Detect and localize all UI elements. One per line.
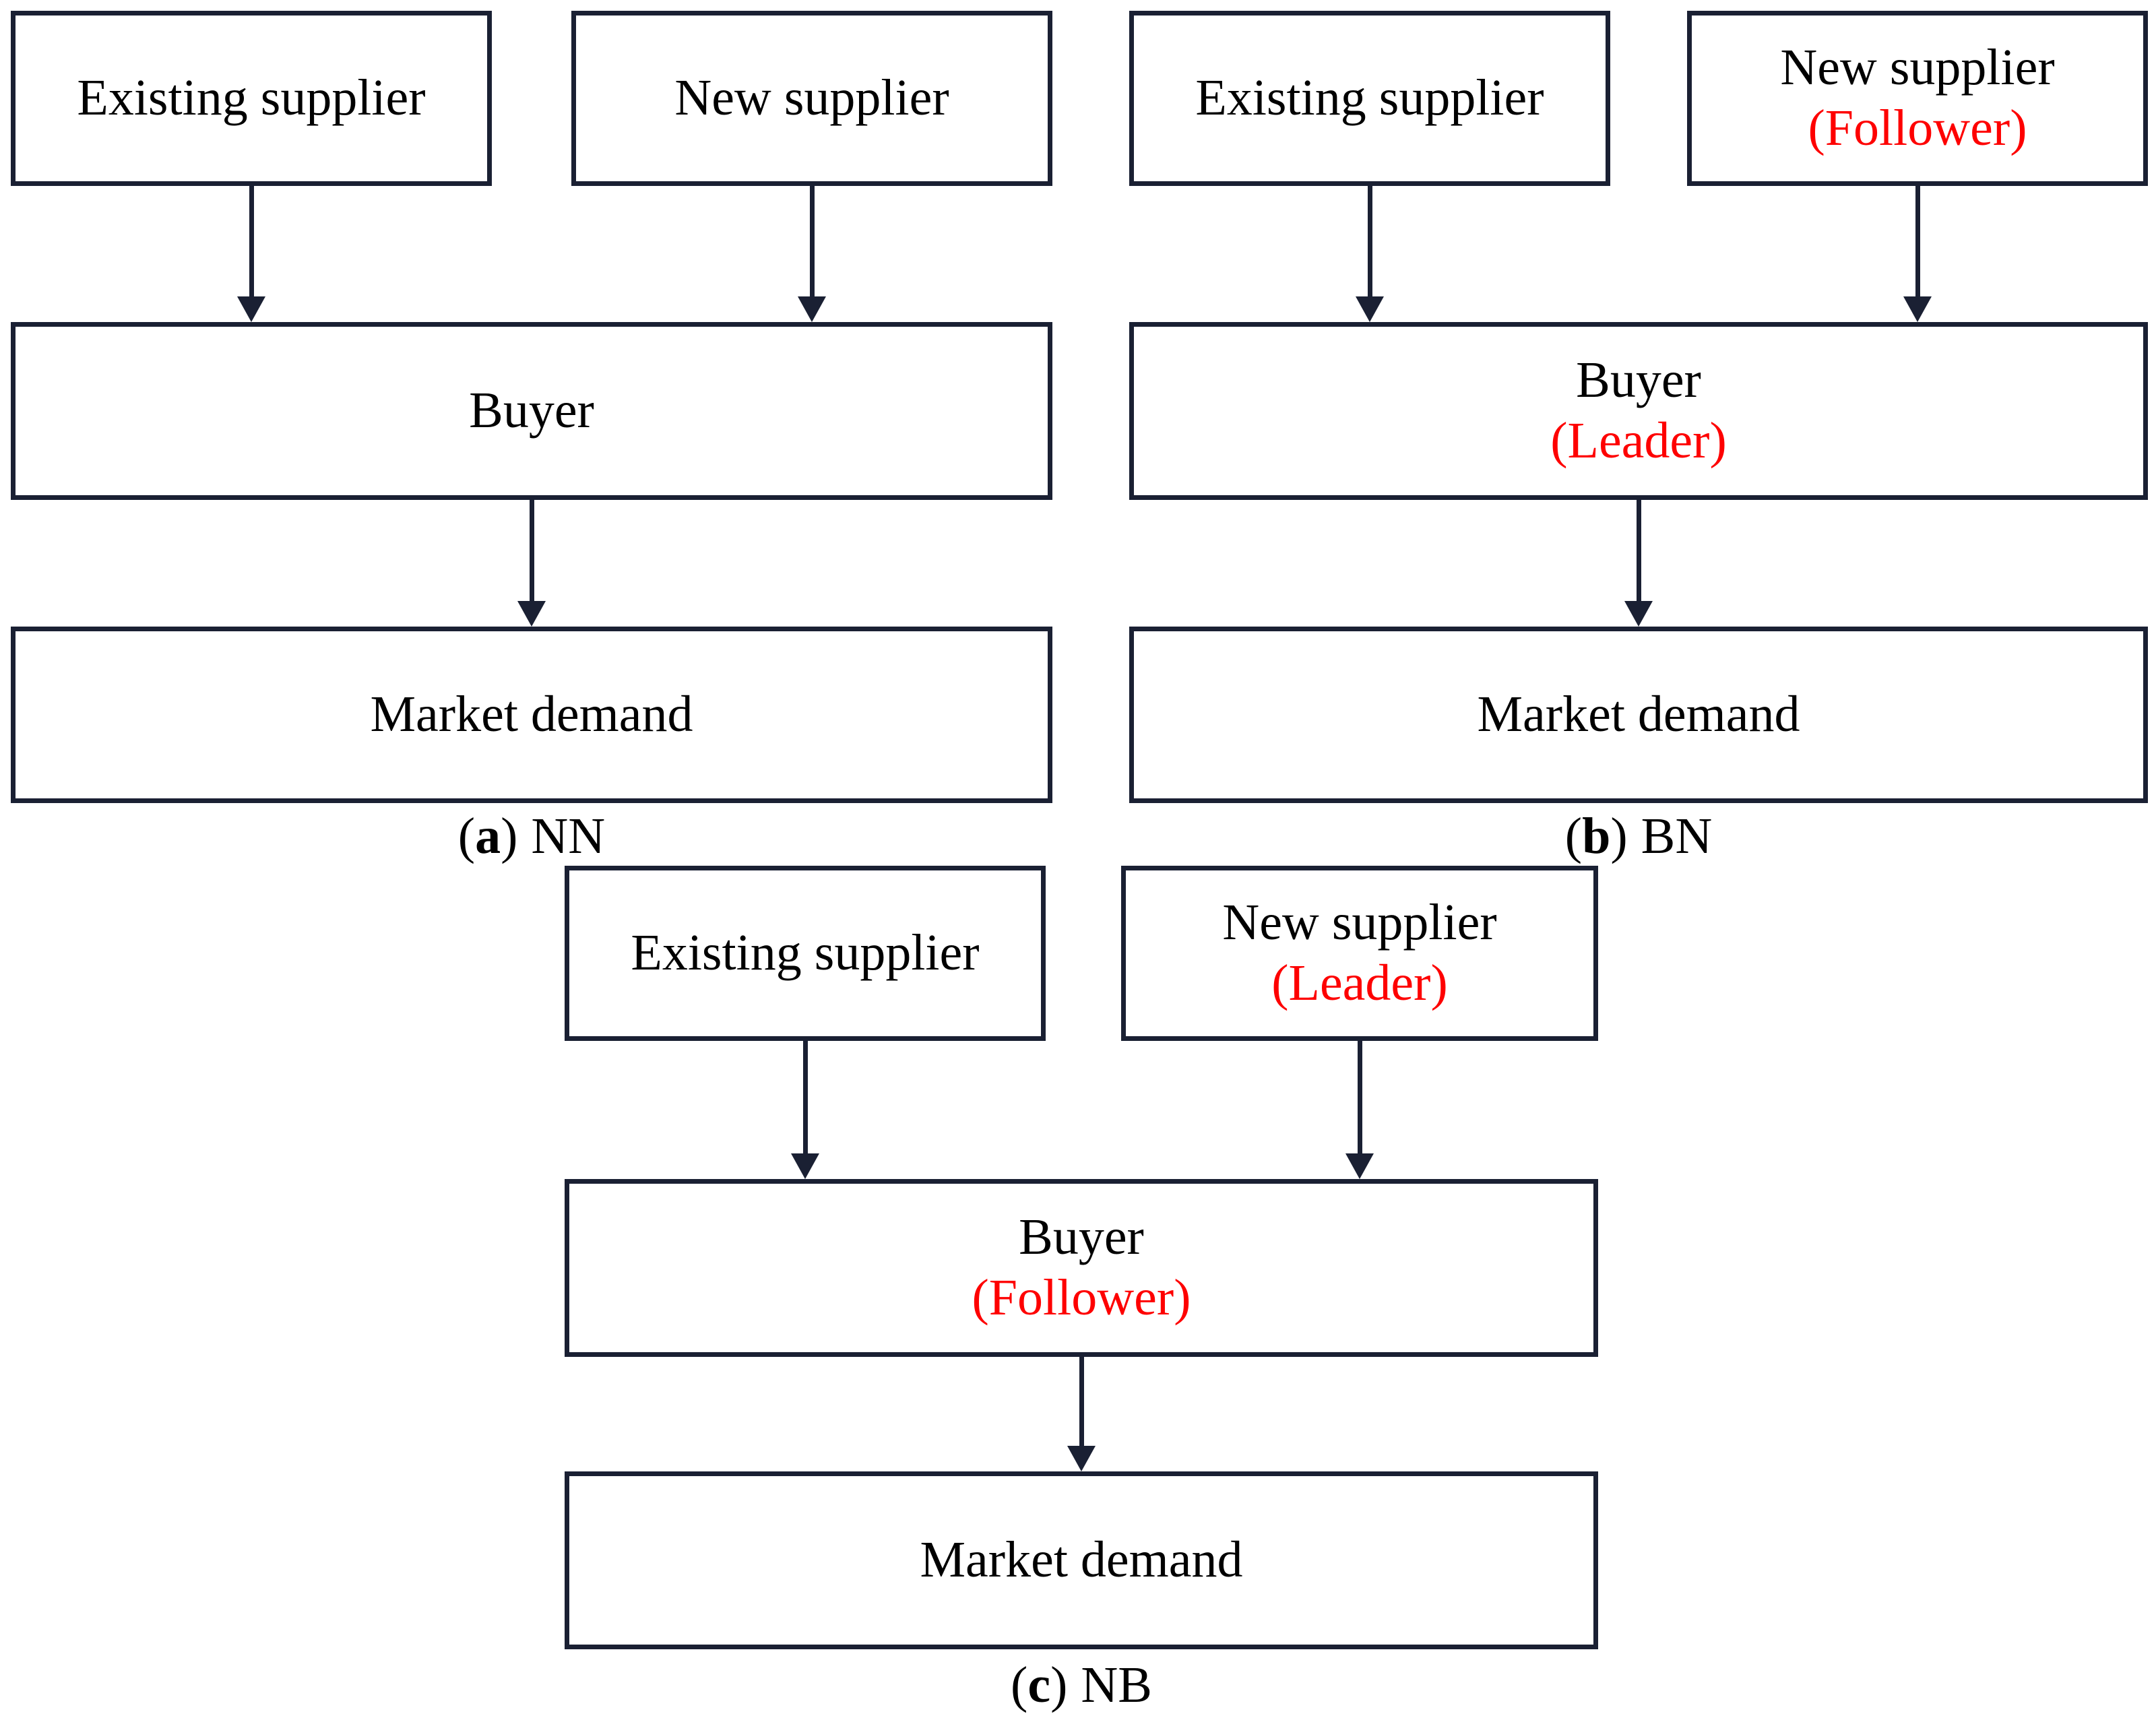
box-new-supplier-b: New supplier (Follower) xyxy=(1687,11,2148,186)
caption-letter: a xyxy=(475,808,501,864)
arrow-head-icon xyxy=(791,1153,819,1179)
arrow-buyer-to-market-c xyxy=(1067,1357,1096,1471)
arrow-shaft xyxy=(1367,186,1372,296)
new-supplier-label: New supplier xyxy=(674,69,949,127)
arrow-buyer-to-market-b xyxy=(1624,500,1653,627)
arrow-existing-supplier-to-buyer-b xyxy=(1356,186,1384,322)
new-supplier-label: New supplier xyxy=(1780,39,2055,96)
new-supplier-label: New supplier xyxy=(1222,894,1497,951)
caption-letter: c xyxy=(1027,1657,1051,1713)
market-demand-label: Market demand xyxy=(1477,686,1800,743)
caption-paren-open: ( xyxy=(1011,1657,1028,1713)
arrow-new-supplier-to-buyer-b xyxy=(1903,186,1932,322)
box-buyer-c: Buyer (Follower) xyxy=(565,1179,1598,1357)
caption-paren-close: ) xyxy=(1610,808,1628,864)
arrow-shaft xyxy=(529,500,534,601)
box-new-supplier-a: New supplier xyxy=(571,11,1052,186)
box-existing-supplier-a: Existing supplier xyxy=(11,11,492,186)
arrow-existing-supplier-to-buyer-a xyxy=(237,186,265,322)
box-buyer-b: Buyer (Leader) xyxy=(1129,322,2148,500)
arrow-head-icon xyxy=(1356,296,1384,322)
existing-supplier-label: Existing supplier xyxy=(1195,69,1544,127)
arrow-shaft xyxy=(1915,186,1920,296)
arrow-head-icon xyxy=(1624,601,1653,627)
market-demand-label: Market demand xyxy=(920,1531,1243,1589)
box-market-demand-a: Market demand xyxy=(11,627,1052,803)
panel-c-caption: (c)NB xyxy=(565,1657,1598,1714)
arrow-shaft xyxy=(802,1041,808,1153)
existing-supplier-label: Existing supplier xyxy=(77,69,426,127)
arrow-buyer-to-market-a xyxy=(517,500,546,627)
arrow-new-supplier-to-buyer-c xyxy=(1345,1041,1374,1179)
box-existing-supplier-b: Existing supplier xyxy=(1129,11,1610,186)
arrow-shaft xyxy=(1636,500,1641,601)
arrow-head-icon xyxy=(517,601,546,627)
new-supplier-role: (Follower) xyxy=(1808,100,2027,156)
box-new-supplier-c: New supplier (Leader) xyxy=(1121,866,1598,1041)
arrow-shaft xyxy=(249,186,254,296)
buyer-label: Buyer xyxy=(469,382,594,439)
arrow-head-icon xyxy=(1345,1153,1374,1179)
caption-code: NB xyxy=(1081,1657,1152,1713)
arrow-new-supplier-to-buyer-a xyxy=(798,186,826,322)
buyer-role: (Leader) xyxy=(1550,412,1727,469)
box-market-demand-c: Market demand xyxy=(565,1471,1598,1649)
arrow-head-icon xyxy=(237,296,265,322)
caption-paren-open: ( xyxy=(1564,808,1583,864)
buyer-label: Buyer xyxy=(1019,1209,1144,1266)
arrow-existing-supplier-to-buyer-c xyxy=(791,1041,819,1179)
arrow-shaft xyxy=(1357,1041,1362,1153)
arrow-head-icon xyxy=(798,296,826,322)
caption-paren-close: ) xyxy=(1050,1657,1068,1713)
box-buyer-a: Buyer xyxy=(11,322,1052,500)
panel-a-caption: (a)NN xyxy=(11,808,1052,865)
caption-paren-close: ) xyxy=(501,808,518,864)
market-demand-label: Market demand xyxy=(370,686,693,743)
caption-code: BN xyxy=(1641,808,1713,864)
arrow-head-icon xyxy=(1067,1446,1096,1471)
box-market-demand-b: Market demand xyxy=(1129,627,2148,803)
caption-code: NN xyxy=(531,808,606,864)
box-existing-supplier-c: Existing supplier xyxy=(565,866,1046,1041)
new-supplier-role: (Leader) xyxy=(1271,955,1448,1011)
arrow-shaft xyxy=(1079,1357,1084,1446)
buyer-label: Buyer xyxy=(1576,352,1701,409)
existing-supplier-label: Existing supplier xyxy=(631,924,980,982)
caption-letter: b xyxy=(1582,808,1611,864)
panel-b-caption: (b)BN xyxy=(1129,808,2148,865)
arrow-head-icon xyxy=(1903,296,1932,322)
arrow-shaft xyxy=(809,186,815,296)
buyer-role: (Follower) xyxy=(972,1269,1191,1326)
caption-paren-open: ( xyxy=(457,808,476,864)
